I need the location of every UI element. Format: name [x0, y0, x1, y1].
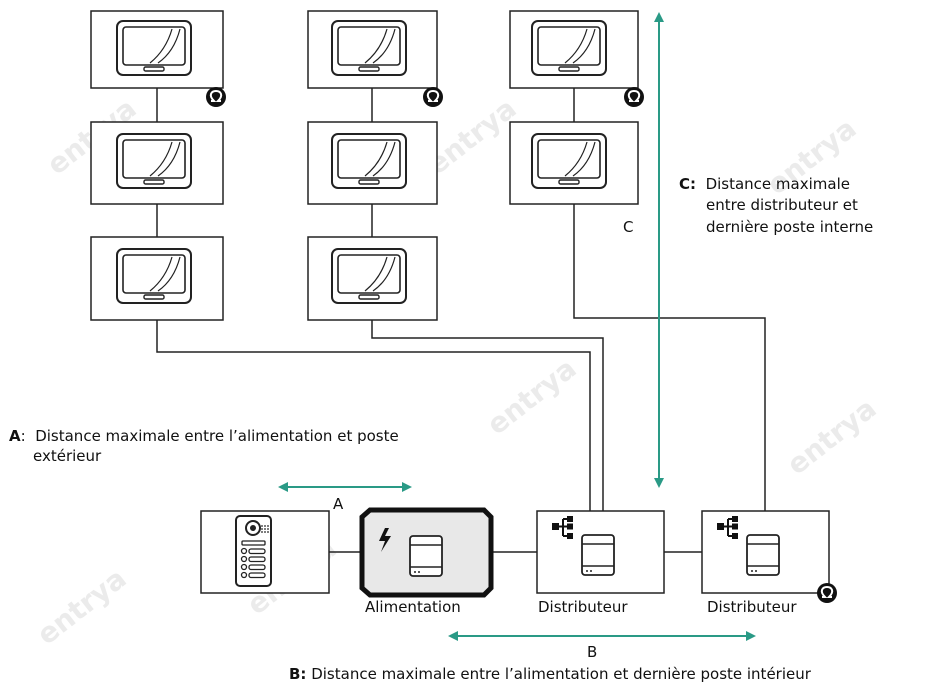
label-c-description-line2: entre distributeur et [706, 196, 858, 214]
monitor-unit [509, 121, 639, 205]
monitor-unit [509, 10, 645, 108]
din-module-icon [409, 535, 443, 577]
lightning-icon [379, 528, 391, 552]
label-c-letter: C: [679, 175, 697, 193]
label-b-letter: B: [289, 665, 307, 683]
terminator-icon [816, 582, 838, 604]
monitor-unit [90, 10, 227, 108]
label-c-description: C: Distance maximale [679, 175, 850, 194]
wiring-lines [156, 88, 766, 553]
label-a-letter: A [9, 427, 21, 445]
din-module-icon [581, 534, 615, 576]
terminator-icon [205, 86, 227, 108]
monitor-grid [90, 10, 645, 321]
monitor-unit [90, 121, 224, 205]
din-module-icon [746, 534, 780, 576]
label-c-short: C [623, 218, 634, 236]
label-distributeur-1: Distributeur [538, 598, 628, 616]
label-b-description: B: Distance maximale entre l’alimentatio… [289, 665, 811, 684]
monitor-unit [307, 10, 444, 108]
monitor-icon [531, 20, 607, 76]
distributor-box-2 [701, 510, 838, 604]
door-station-box [200, 510, 330, 594]
terminator-icon [623, 86, 645, 108]
label-a-text: Distance maximale entre l’alimentation e… [35, 427, 399, 445]
terminator-icon [422, 86, 444, 108]
monitor-icon [116, 133, 192, 189]
monitor-icon [331, 133, 407, 189]
label-a-description: A: Distance maximale entre l’alimentatio… [9, 427, 399, 445]
monitor-icon [116, 248, 192, 304]
monitor-icon [116, 20, 192, 76]
monitor-unit [307, 121, 438, 205]
label-c-text-1: Distance maximale [705, 175, 850, 193]
dimension-arrows [278, 11, 756, 641]
power-supply-box [359, 507, 494, 598]
label-a-description-line2: extérieur [33, 447, 102, 465]
monitor-unit [307, 236, 438, 321]
label-a-short: A [333, 495, 344, 513]
distributor-box-1 [536, 510, 665, 594]
monitor-icon [331, 248, 407, 304]
monitor-unit [90, 236, 224, 321]
label-b-text: Distance maximale entre l’alimentation e… [311, 665, 811, 683]
label-c-description-line3: dernière poste interne [706, 218, 874, 236]
monitor-icon [531, 133, 607, 189]
label-distributeur-2: Distributeur [707, 598, 797, 616]
door-station-icon [235, 515, 272, 587]
monitor-icon [331, 20, 407, 76]
label-b-short: B [587, 643, 598, 661]
label-alimentation: Alimentation [365, 598, 461, 616]
